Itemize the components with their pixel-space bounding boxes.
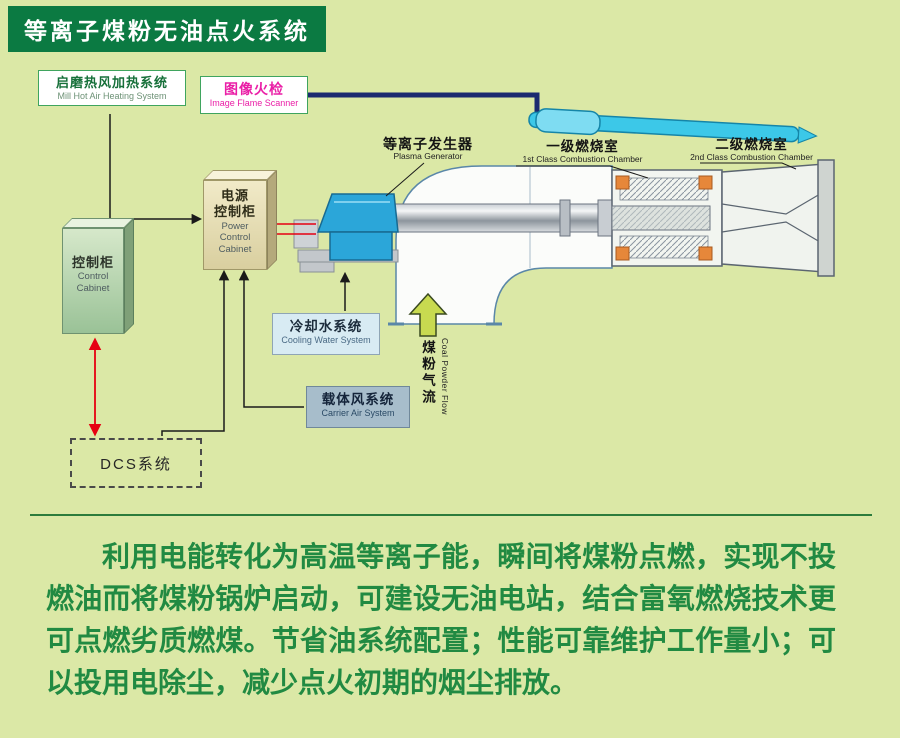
power-cabinet-en-label-3: Cabinet — [218, 244, 252, 256]
control-cabinet-cn-label: 控制柜 — [71, 255, 114, 270]
combustion-chamber-1-drawing — [611, 169, 723, 267]
chamber1-cn-label: 一级燃烧室 — [546, 139, 619, 154]
control-cabinet-box: 控制柜 Control Cabinet — [62, 218, 136, 336]
power-control-cabinet-box: 电源 控制柜 Power Control Cabinet — [203, 170, 279, 272]
burner-barrel — [393, 199, 615, 237]
combustion-chamber-2-drawing — [721, 159, 835, 277]
power-cabinet-cn-label-2: 控制柜 — [213, 204, 256, 220]
dcs-system-box: DCS系统 — [70, 438, 202, 488]
carrier-air-box: 载体风系统 Carrier Air System — [306, 386, 410, 428]
mill-hot-air-cn-label: 启磨热风加热系统 — [55, 75, 168, 90]
coal-flow-arrow — [408, 292, 448, 337]
scanner-cable-line — [308, 92, 540, 113]
plasma-label-leader — [385, 162, 425, 197]
control-cabinet-en-label-2: Cabinet — [76, 283, 110, 295]
chamber2-en-label: 2nd Class Combustion Chamber — [690, 151, 813, 162]
plasma-generator-label: 等离子发生器 Plasma Generator — [368, 136, 488, 161]
plasma-generator-cn-label: 等离子发生器 — [383, 136, 473, 152]
cooling-water-cn-label: 冷却水系统 — [289, 319, 363, 334]
flame-scanner-probe — [528, 108, 818, 144]
power-cabinet-top-face — [203, 170, 277, 180]
combustion-chamber-2-label: 二级燃烧室 2nd Class Combustion Chamber — [664, 137, 839, 162]
cooling-water-en-label: Cooling Water System — [281, 335, 371, 346]
image-flame-scanner-box: 图像火检 Image Flame Scanner — [200, 76, 308, 114]
mill-hot-air-box: 启磨热风加热系统 Mill Hot Air Heating System — [38, 70, 186, 107]
chamber1-label-leader — [516, 165, 649, 179]
power-cabinet-en-label-2: Control — [219, 232, 251, 244]
control-cabinet-top-face — [62, 218, 134, 228]
page-title: 等离子煤粉无油点火系统 — [8, 6, 326, 52]
flame-scanner-cn-label: 图像火检 — [224, 81, 284, 97]
power-cabinet-en-label-1: Power — [221, 220, 249, 232]
carrier-to-power-line — [238, 269, 304, 408]
carrier-air-en-label: Carrier Air System — [321, 408, 395, 419]
coal-flow-en-label: Coal Powder Flow — [440, 338, 450, 415]
control-cabinet-front-face: 控制柜 Control Cabinet — [62, 228, 124, 334]
coal-flow-cn-label: 煤粉气流 — [420, 340, 435, 406]
power-cabinet-side-face — [267, 170, 277, 270]
dcs-system-label: DCS系统 — [100, 455, 172, 473]
control-cabinet-side-face — [124, 218, 134, 334]
flame-scanner-en-label: Image Flame Scanner — [209, 97, 299, 108]
power-cabinet-front-face: 电源 控制柜 Power Control Cabinet — [203, 180, 267, 270]
control-cabinet-en-label-1: Control — [77, 271, 109, 283]
mill-to-power-line — [109, 114, 203, 225]
section-divider — [30, 514, 872, 516]
power-cabinet-cn-label-1: 电源 — [220, 188, 249, 203]
chamber2-cn-label: 二级燃烧室 — [715, 137, 788, 152]
carrier-air-cn-label: 载体风系统 — [321, 392, 395, 407]
cooling-water-box: 冷却水系统 Cooling Water System — [272, 313, 380, 355]
plasma-generator-en-label: Plasma Generator — [393, 151, 463, 162]
description-text: 利用电能转化为高温等离子能，瞬间将煤粉点燃，实现不投燃油而将煤粉锅炉启动，可建设… — [46, 541, 836, 698]
mill-hot-air-en-label: Mill Hot Air Heating System — [57, 90, 167, 101]
chamber2-label-leader — [700, 162, 797, 170]
dcs-to-power-line — [161, 269, 230, 436]
combustion-chamber-1-label: 一级燃烧室 1st Class Combustion Chamber — [500, 139, 665, 164]
chamber1-en-label: 1st Class Combustion Chamber — [522, 153, 643, 164]
plasma-generator-drawing — [316, 193, 399, 261]
